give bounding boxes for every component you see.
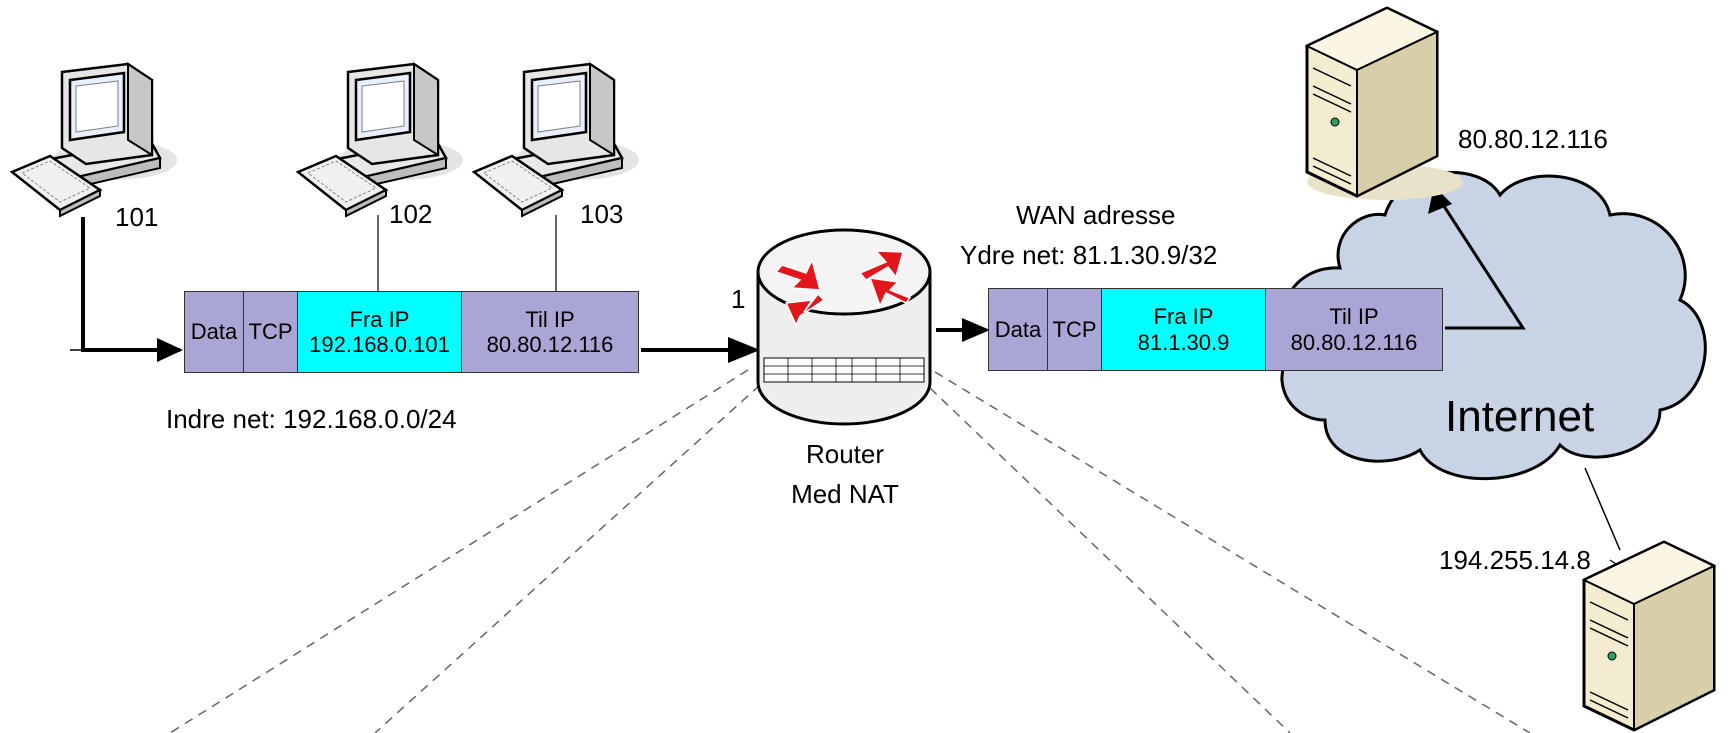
host-103-label: 103: [580, 199, 624, 229]
packet-outside-to-title: Til IP: [1329, 304, 1379, 330]
inner-net-label: Indre net: 192.168.0.0/24: [166, 404, 457, 434]
packet-inside-from: Fra IP 192.168.0.101: [298, 291, 462, 373]
packet-outside: Data TCP Fra IP 81.1.30.9 Til IP 80.80.1…: [988, 288, 1443, 371]
packet-inside: Data TCP Fra IP 192.168.0.101 Til IP 80.…: [184, 291, 639, 373]
packet-outside-data: Data: [988, 288, 1048, 371]
router-label-line1: Router: [805, 439, 885, 469]
router-icon: [756, 228, 932, 426]
host-102-label: 102: [389, 199, 433, 229]
computer-103-icon: [471, 62, 639, 218]
packet-inside-data: Data: [184, 291, 244, 373]
packet-inside-tcp: TCP: [244, 291, 298, 373]
server-194-255-14-8-icon: [1581, 540, 1717, 732]
packet-outside-from-value: 81.1.30.9: [1137, 329, 1230, 355]
packet-inside-to: Til IP 80.80.12.116: [462, 291, 639, 373]
dashed-fan-lines: [169, 369, 1531, 733]
packet-outside-tcp: TCP: [1048, 288, 1102, 371]
packet-outside-to-value: 80.80.12.116: [1290, 329, 1418, 355]
router-port-label: 1: [731, 284, 746, 314]
computer-102-icon: [295, 62, 463, 218]
packet-outside-from-title: Fra IP: [1153, 304, 1214, 330]
packet-inside-from-value: 192.168.0.101: [309, 332, 450, 357]
computer-101-icon: [9, 62, 177, 218]
server-top-ip-label: 80.80.12.116: [1458, 124, 1608, 154]
server-80-80-12-116-icon: [1304, 6, 1463, 200]
router-label-line2: Med NAT: [791, 479, 899, 509]
wan-address-label: WAN adresse: [1016, 200, 1176, 230]
packet-outside-from: Fra IP 81.1.30.9: [1102, 288, 1266, 371]
server-bottom-ip-label: 194.255.14.8: [1439, 545, 1591, 575]
internet-label: Internet: [1445, 392, 1595, 441]
host-101-label: 101: [115, 202, 159, 232]
outer-net-label: Ydre net: 81.1.30.9/32: [960, 240, 1218, 270]
packet-inside-from-title: Fra IP: [349, 306, 410, 332]
packet-inside-to-title: Til IP: [525, 306, 575, 332]
packet-inside-to-value: 80.80.12.116: [486, 332, 614, 357]
wires: [70, 199, 1626, 571]
packet-outside-to: Til IP 80.80.12.116: [1266, 288, 1443, 371]
